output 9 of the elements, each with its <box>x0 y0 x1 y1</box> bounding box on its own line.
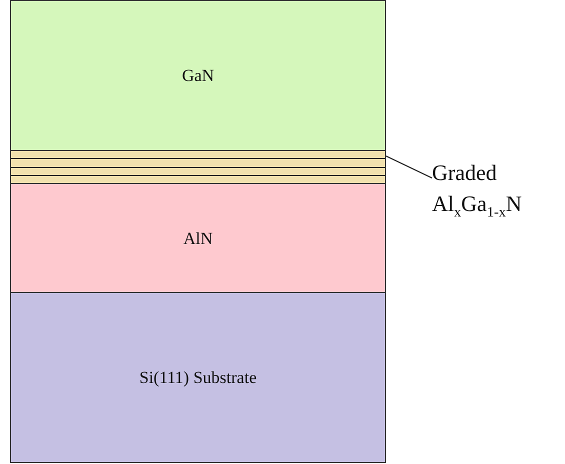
layer-band <box>10 183 386 293</box>
leader-line <box>386 155 432 179</box>
callout-label: Graded Al$_{x}$Ga$_{1-x}$N <box>432 159 523 223</box>
graded-layer-stack <box>10 150 386 184</box>
layer-label: Si(111) Substrate <box>139 367 257 389</box>
layer-label: AlN <box>183 228 213 250</box>
layer-band <box>10 0 386 151</box>
layer-label: GaN <box>182 65 214 87</box>
layer-band <box>10 292 386 463</box>
